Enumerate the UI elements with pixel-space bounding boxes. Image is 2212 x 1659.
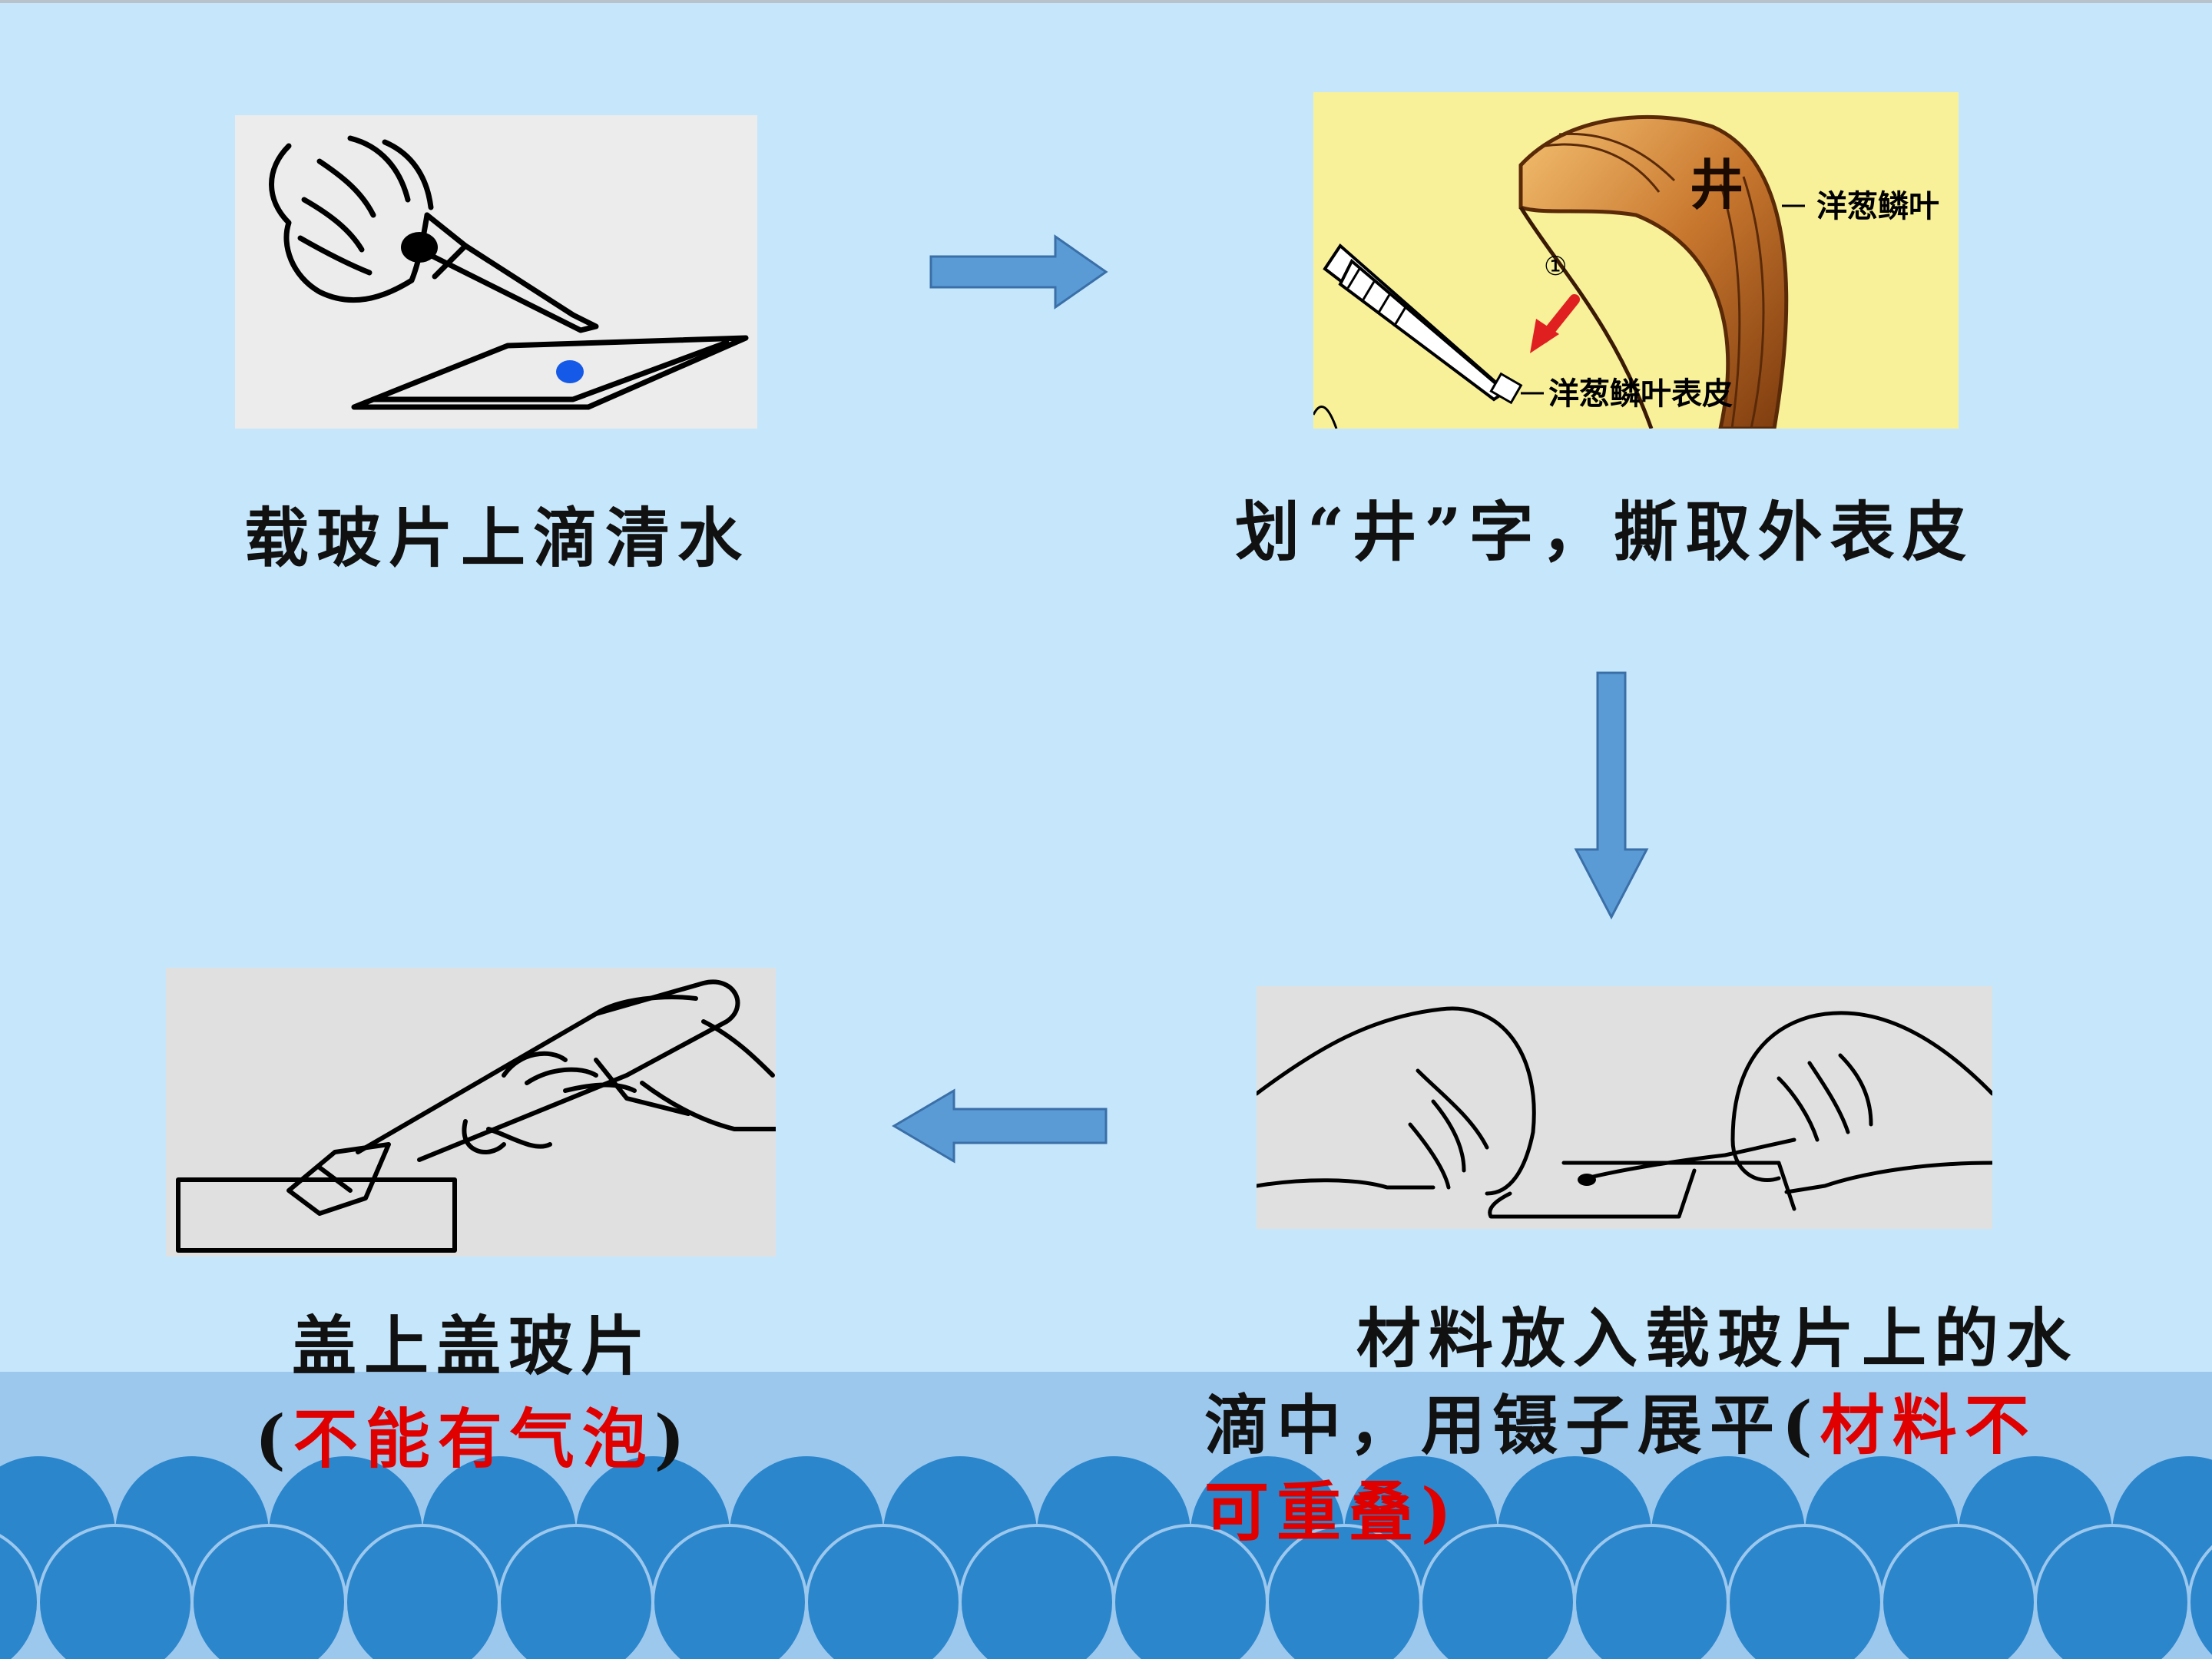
onion-scale-leaf-drawing: 井 洋葱鳞叶 ① 洋葱鳞叶表皮 — [1313, 114, 1939, 429]
step4-warning: 不能有气泡 — [293, 1401, 654, 1477]
onion-leaf-shape — [1518, 114, 1789, 429]
wave-scallop — [805, 1524, 962, 1659]
arrow-right-icon — [929, 234, 1108, 310]
step3-warning-part1: 材料不 — [1820, 1387, 2037, 1463]
label-onion-scale-leaf: 洋葱鳞叶 — [1816, 189, 1939, 224]
wave-scallop — [190, 1524, 347, 1659]
step1-illustration — [235, 115, 757, 429]
dropper-bulb-icon — [401, 232, 438, 263]
step4-caption: 盖上盖玻片 (不能有气泡) — [255, 1306, 693, 1479]
step4-caption-line2: (不能有气泡) — [255, 1399, 693, 1479]
wave-scallop — [344, 1524, 501, 1659]
step3-caption-close-paren: ) — [1421, 1474, 1459, 1550]
step4-close-paren: ) — [654, 1401, 693, 1477]
wave-scallop — [498, 1524, 654, 1659]
step2-illustration: 井 洋葱鳞叶 ① 洋葱鳞叶表皮 — [1313, 92, 1959, 429]
wave-scallop — [651, 1524, 808, 1659]
dropper-on-slide-drawing — [269, 135, 749, 410]
label-onion-epidermis: 洋葱鳞叶表皮 — [1548, 376, 1733, 412]
tweezers-spreading-material-drawing — [1257, 1006, 1992, 1219]
step-number-label: ① — [1544, 251, 1567, 282]
step3-caption: 材料放入载玻片上的水 滴中，用镊子展平(材料不 可重叠) — [1204, 1298, 2203, 1552]
step3-caption-line2-text: 滴中，用镊子展平( — [1204, 1387, 1820, 1463]
step3-caption-line2: 滴中，用镊子展平(材料不 — [1204, 1385, 2203, 1465]
step3-caption-line3: 可重叠) — [1204, 1472, 2203, 1552]
step4-open-paren: ( — [255, 1401, 293, 1477]
step3-illustration — [1257, 986, 1992, 1229]
wave-row-front — [0, 1524, 2212, 1659]
step3-warning-part2: 可重叠 — [1204, 1474, 1422, 1550]
step2-caption: 划“井”字，撕取外表皮 — [1235, 494, 1975, 570]
step3-caption-line1: 材料放入载玻片上的水 — [1356, 1300, 2079, 1376]
well-grid-glyph: 井 — [1690, 154, 1743, 217]
step1-caption: 载玻片上滴清水 — [244, 500, 750, 576]
top-border — [0, 0, 2212, 3]
arrow-down-icon — [1574, 671, 1649, 920]
peel-direction-arrow-icon — [1530, 319, 1559, 353]
cover-slip-drawing — [176, 979, 776, 1253]
arrow-left-icon — [892, 1088, 1108, 1164]
wave-scallop — [37, 1524, 194, 1659]
wave-decoration — [0, 1372, 2212, 1659]
step4-illustration — [166, 968, 776, 1257]
wave-scallop — [959, 1524, 1115, 1659]
water-drop-icon — [556, 360, 584, 383]
wave-scallop — [2187, 1545, 2212, 1659]
step4-caption-line1: 盖上盖玻片 — [292, 1308, 654, 1384]
